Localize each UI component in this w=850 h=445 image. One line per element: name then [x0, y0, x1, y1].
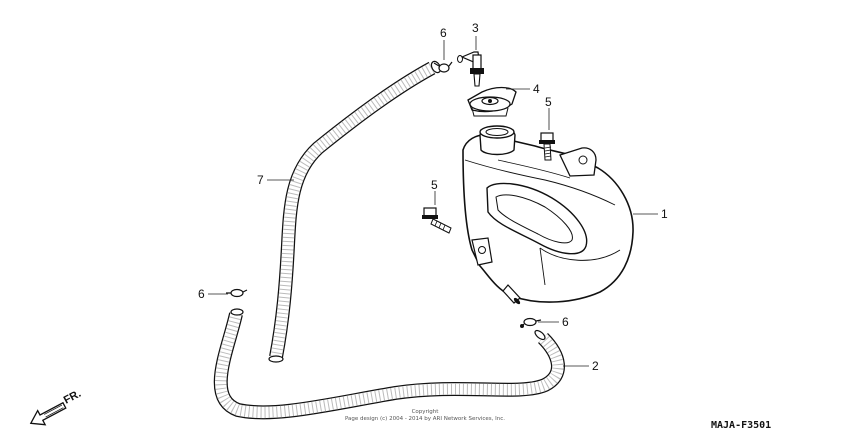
hose-clip-right[interactable] — [520, 317, 542, 329]
copyright-title: Copyright — [411, 409, 439, 415]
flange-bolt-lower[interactable] — [422, 207, 452, 234]
front-direction-indicator: FR. — [29, 388, 83, 426]
callout-6-top: 6 — [440, 26, 447, 40]
front-label: FR. — [62, 388, 83, 407]
callout-5-lower: 5 — [431, 178, 438, 192]
reservoir-tank[interactable] — [462, 125, 634, 305]
siphon-hose[interactable] — [268, 60, 442, 363]
reservoir-cap[interactable] — [467, 86, 517, 117]
callout-7: 7 — [257, 173, 264, 187]
callout-leaders — [208, 36, 658, 367]
arrow-icon — [29, 401, 67, 426]
hose-clip-left[interactable] — [226, 288, 248, 298]
elbow-fitting[interactable] — [457, 51, 485, 87]
flange-bolt-upper[interactable] — [539, 132, 555, 161]
callout-6-right: 6 — [562, 315, 569, 329]
copyright-text: Page design (c) 2004 - 2014 by ARI Netwo… — [344, 416, 506, 422]
diagram-code: MAJA-F3501 — [711, 420, 772, 431]
callout-2: 2 — [592, 359, 599, 373]
callout-5-upper: 5 — [545, 95, 552, 109]
hose-clip-top[interactable] — [433, 61, 453, 73]
callout-6-left: 6 — [198, 287, 205, 301]
callout-1: 1 — [661, 207, 668, 221]
callout-4: 4 — [533, 82, 540, 96]
callout-3: 3 — [472, 21, 479, 35]
copyright-notice: Copyright Page design (c) 2004 - 2014 by… — [330, 409, 520, 423]
overflow-hose[interactable] — [213, 308, 565, 420]
